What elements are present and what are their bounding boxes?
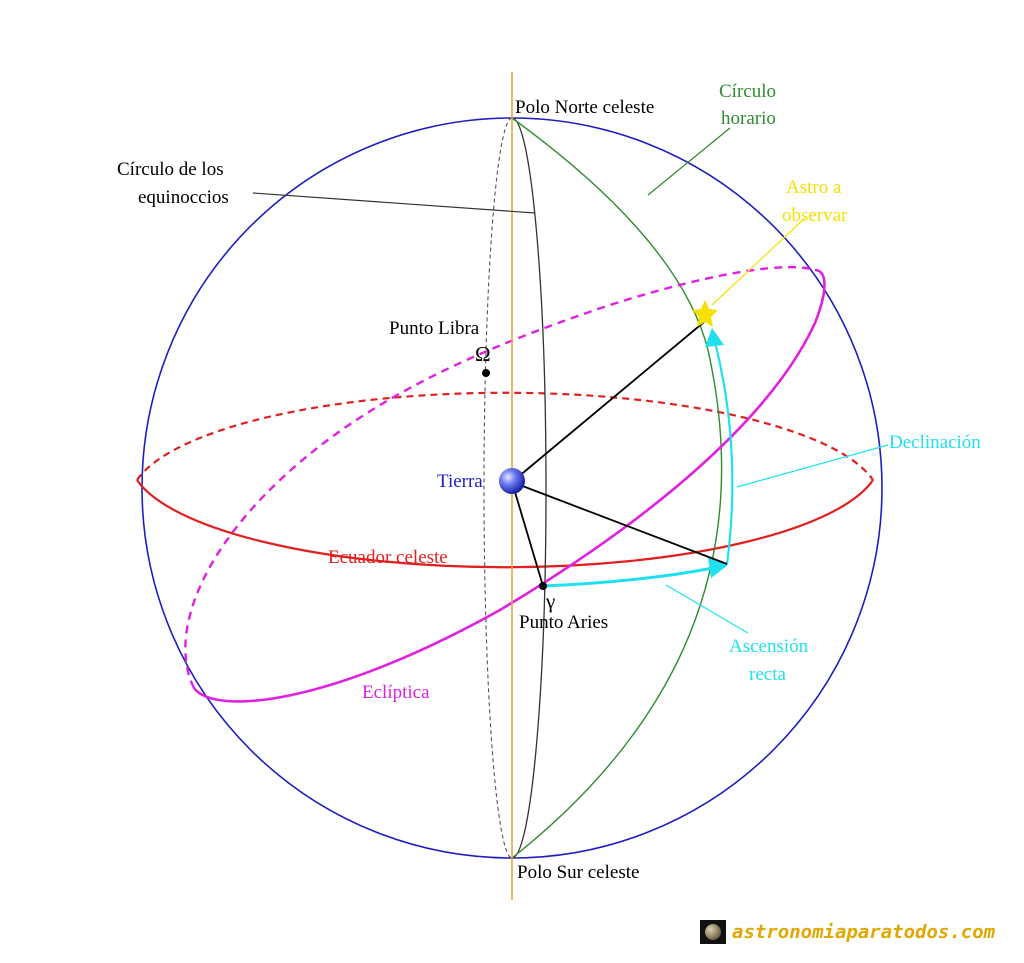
hour-circle-label-2: horario <box>721 108 776 129</box>
star-icon <box>692 300 718 327</box>
aries-point-dot <box>539 582 547 590</box>
right-ascension-leader <box>665 584 749 634</box>
hour-circle-label-1: Círculo <box>719 81 776 102</box>
hour-circle <box>511 117 723 859</box>
watermark: astronomiaparatodos.com <box>700 918 995 946</box>
declination-leader <box>736 444 889 488</box>
star-label-2: observar <box>782 205 848 226</box>
equinox-circle-leader <box>252 192 536 214</box>
libra-point-dot <box>482 369 490 377</box>
equinox-circle-label-2: equinoccios <box>138 187 229 208</box>
aries-point-label: Punto Aries <box>519 612 608 633</box>
planet-icon <box>700 920 726 944</box>
right-ascension-label-1: Ascensión <box>729 636 809 657</box>
right-ascension-label-2: recta <box>749 664 786 685</box>
celestial-equator-label: Ecuador celeste <box>328 547 448 568</box>
declination-arrowhead <box>705 328 724 347</box>
libra-point-label: Punto Libra <box>389 318 480 339</box>
libra-symbol: Ω <box>475 342 491 366</box>
gamma-symbol: γ <box>545 589 555 613</box>
ecliptic-label: Eclíptica <box>362 682 430 703</box>
hour-circle-leader <box>647 127 731 196</box>
earth-label: Tierra <box>437 471 483 492</box>
right-ascension-arc <box>542 566 714 588</box>
star-leader <box>711 217 806 306</box>
right-ascension-arrowhead <box>708 558 728 578</box>
celestial-equator-back <box>136 391 874 481</box>
earth-to-star-line <box>511 321 705 483</box>
equinox-circle-front <box>511 117 547 859</box>
celestial-equator-front <box>136 479 874 569</box>
south-pole-label: Polo Sur celeste <box>517 862 639 883</box>
earth-to-aries-line <box>511 481 544 587</box>
ecliptic-front <box>192 268 826 703</box>
earth-to-ra-point-line <box>511 481 728 565</box>
equinox-circle-label-1: Círculo de los <box>117 159 224 180</box>
equinox-circle-back <box>483 117 513 859</box>
star-label-1: Astro a <box>786 177 842 198</box>
north-pole-label: Polo Norte celeste <box>515 97 654 118</box>
declination-arc <box>713 341 734 565</box>
earth-icon <box>499 468 525 494</box>
declination-label: Declinación <box>889 432 981 453</box>
watermark-text: astronomiaparatodos.com <box>732 921 996 943</box>
ecliptic-back <box>184 266 816 689</box>
